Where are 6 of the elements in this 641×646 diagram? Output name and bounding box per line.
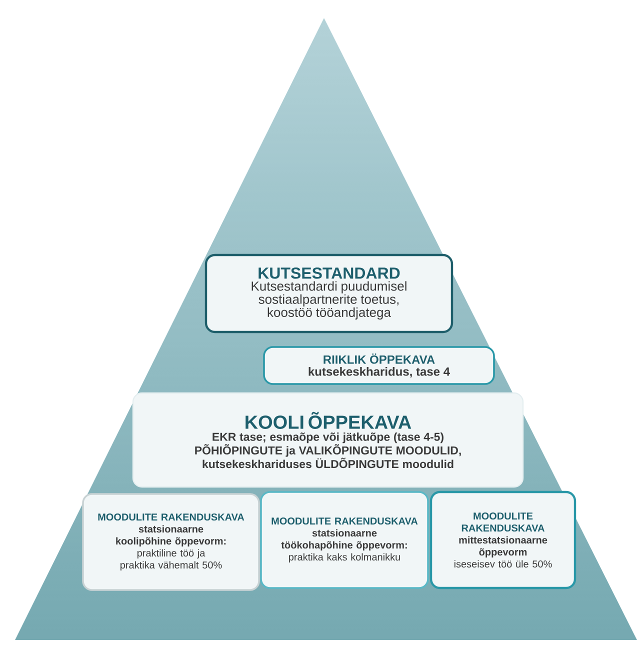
text-box: KOOLI ÕPPEKAVA EKR tase; esmaõpe või jätkuõpe (tase 4-5) PÕHIÕPINGUTE ja VALIKÕPINGUTE MOODULID, kutsekeskhariduses ÜLDÕPINGUTE moodulid <box>132 392 524 488</box>
text-box: KUTSESTANDARD Kutsestandardi puudumisel sostiaalpartnerite toetus, koostöö tööandjatega <box>204 254 454 334</box>
text-box: MOODULITE RAKENDUSKAVA statsionaarne koolipõhine õppevorm: praktiline töö ja praktika vähemalt 50% <box>82 493 260 591</box>
text-box: RIIKLIK ÖPPEKAVA kutsekeskharidus, tase 4 <box>263 346 495 385</box>
text-box: MOODULITE RAKENDUSKAVA statsionaarne töökohapõhine õppevorm: praktika kaks kolmanikku <box>260 491 429 589</box>
text-box: MOODULITE RAKENDUSKAVA mittestatsionaarne õppevorm iseseisev töö üle 50% <box>430 490 576 590</box>
